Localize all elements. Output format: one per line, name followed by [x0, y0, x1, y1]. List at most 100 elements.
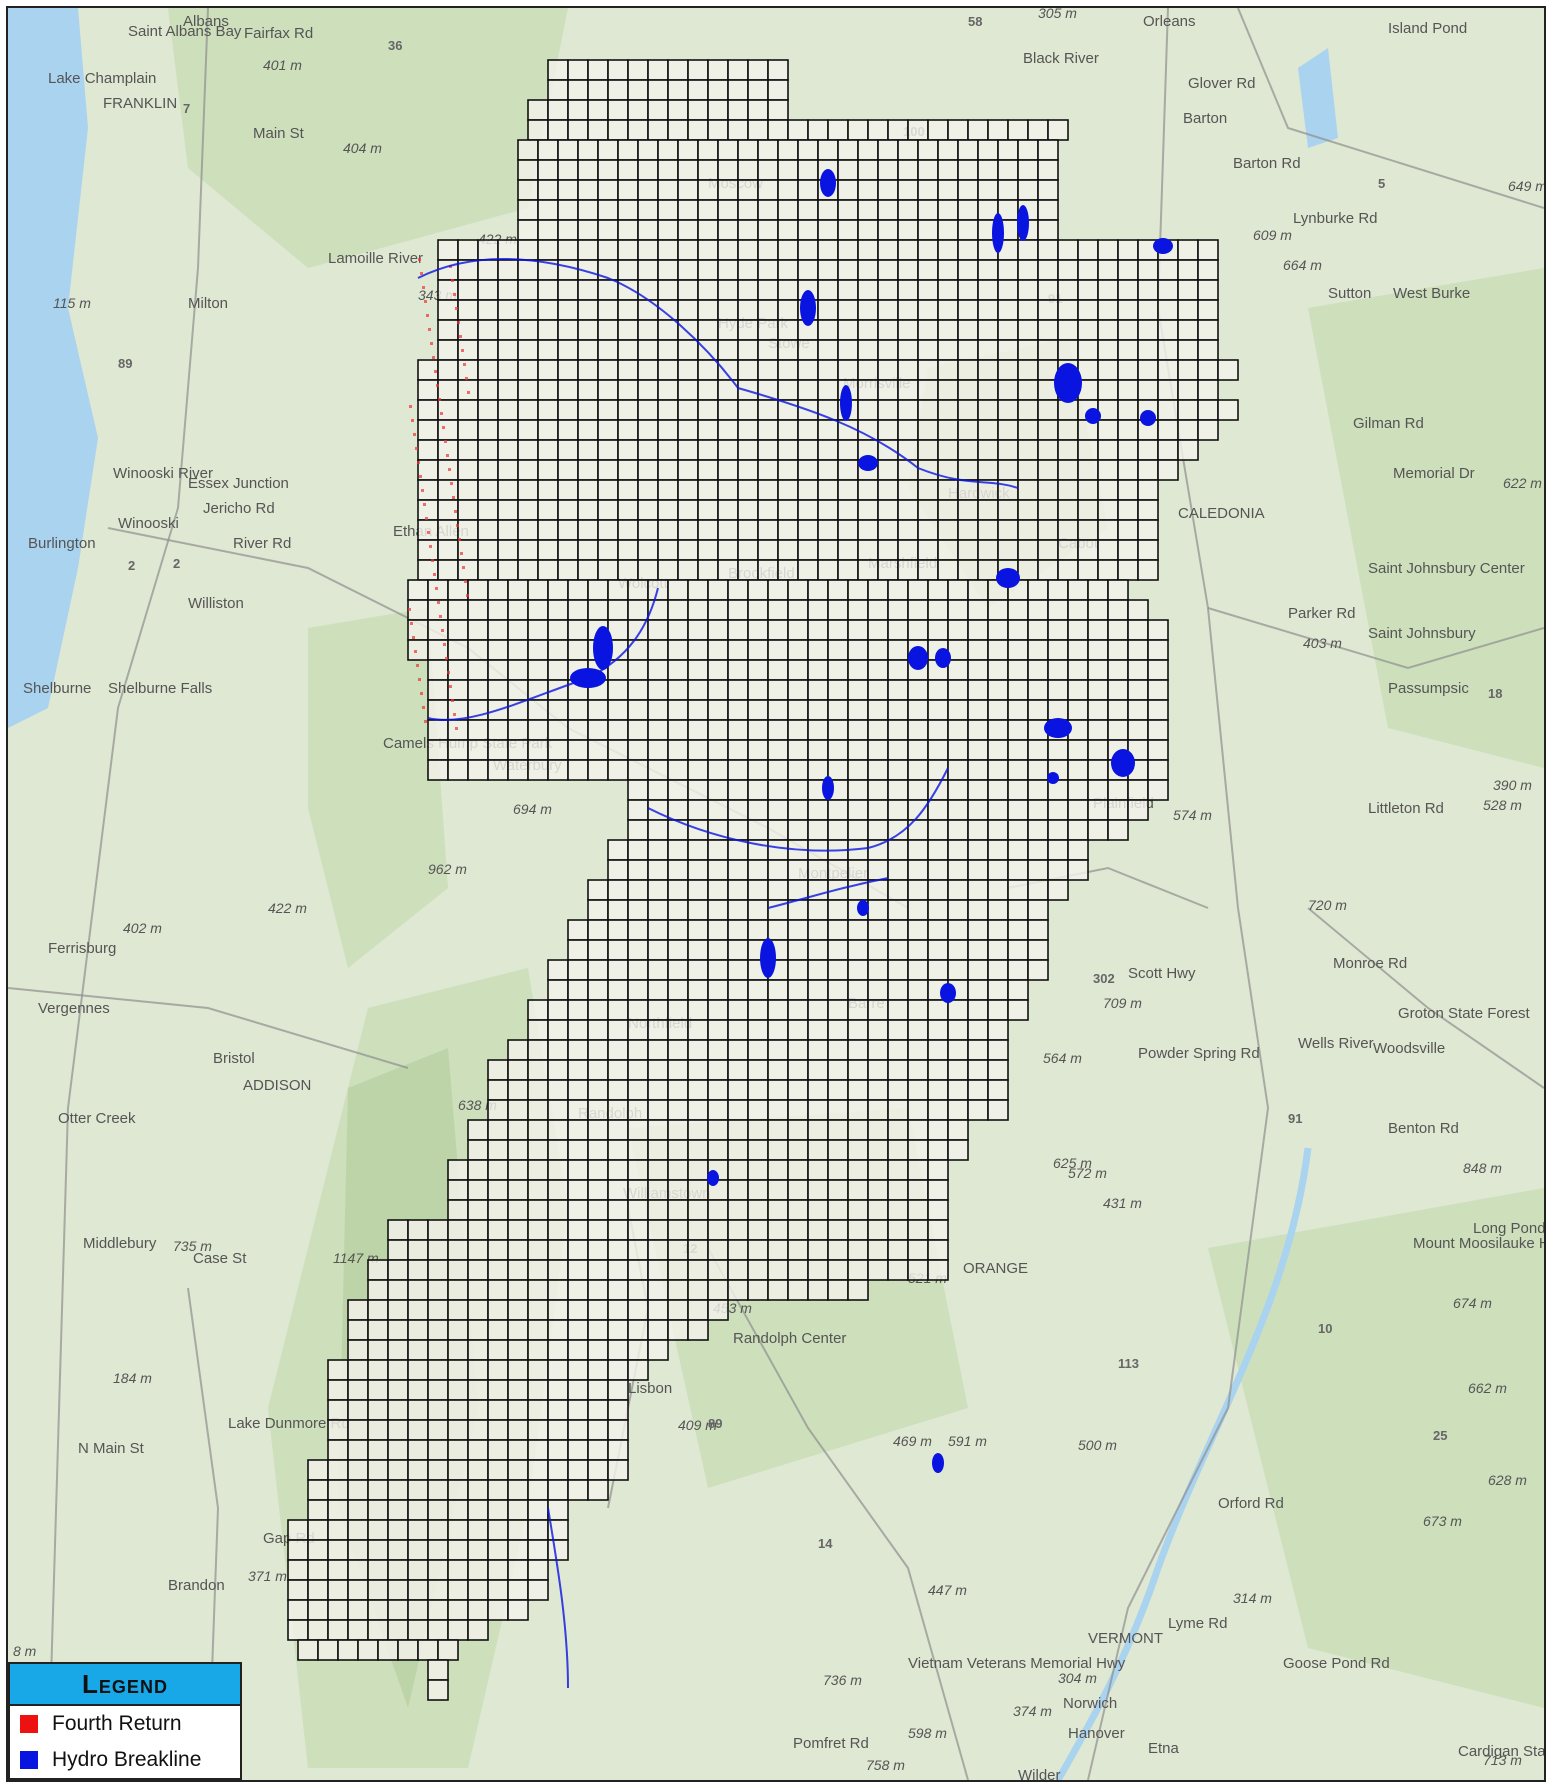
lidar-tile	[847, 1179, 869, 1201]
lidar-tile	[327, 1539, 349, 1561]
lidar-tile	[1117, 479, 1139, 501]
lidar-tile	[747, 799, 769, 821]
lidar-tile	[647, 759, 669, 781]
lidar-tile	[747, 999, 769, 1021]
lidar-tile	[547, 1459, 569, 1481]
lidar-tile	[487, 1579, 509, 1601]
lidar-tile	[507, 1499, 529, 1521]
lidar-tile	[1117, 539, 1139, 561]
lidar-tile	[727, 839, 749, 861]
lidar-tile	[917, 139, 939, 161]
forest-area	[1308, 268, 1544, 768]
lidar-tile	[1097, 319, 1119, 341]
lidar-tile	[727, 719, 749, 741]
lidar-tile	[527, 1199, 549, 1221]
road	[707, 1247, 969, 1780]
lidar-tile	[997, 159, 1019, 181]
lidar-tile	[947, 919, 969, 941]
lidar-tile	[907, 839, 929, 861]
lidar-tile	[447, 1619, 469, 1641]
lidar-tile	[667, 1279, 689, 1301]
elevation-label: 371 m	[248, 1568, 287, 1584]
lidar-tile	[1017, 299, 1039, 321]
lidar-tile	[597, 399, 619, 421]
lidar-tile	[967, 699, 989, 721]
lidar-tile	[607, 1159, 629, 1181]
lidar-tile	[427, 1539, 449, 1561]
lidar-tile	[987, 599, 1009, 621]
elevation-label: 758 m	[866, 1757, 905, 1773]
lidar-tile	[797, 339, 819, 361]
lidar-tile	[747, 99, 769, 121]
lidar-tile	[647, 1159, 669, 1181]
route-shield-label: 91	[1288, 1111, 1302, 1126]
place-label: Sutton	[1328, 285, 1371, 302]
lidar-tile	[577, 459, 599, 481]
lidar-tile	[627, 1059, 649, 1081]
lidar-tile	[1047, 639, 1069, 661]
lidar-tile	[797, 379, 819, 401]
lidar-tile	[517, 399, 539, 421]
lidar-tile	[667, 999, 689, 1021]
lidar-tile	[627, 679, 649, 701]
lidar-tile	[877, 479, 899, 501]
lidar-tile	[787, 1019, 809, 1041]
lidar-tile	[1197, 299, 1219, 321]
lidar-tile	[1117, 459, 1139, 481]
lidar-tile	[627, 999, 649, 1021]
lidar-tile	[567, 1139, 589, 1161]
hydro-breakline-pond	[1044, 718, 1072, 738]
lidar-tile	[567, 1039, 589, 1061]
lidar-tile	[447, 1459, 469, 1481]
lidar-tile	[767, 1119, 789, 1141]
lidar-tile	[637, 479, 659, 501]
lidar-tile	[697, 359, 719, 381]
lidar-tile	[1077, 459, 1099, 481]
lidar-tile	[1087, 659, 1109, 681]
lidar-tile	[847, 1259, 869, 1281]
lidar-tile	[287, 1519, 309, 1541]
lidar-tile	[487, 1199, 509, 1221]
lidar-tile	[607, 1459, 629, 1481]
lidar-tile	[567, 739, 589, 761]
lidar-tile	[967, 679, 989, 701]
lidar-tile	[847, 1199, 869, 1221]
lidar-tile	[987, 899, 1009, 921]
lidar-tile	[347, 1499, 369, 1521]
lidar-tile	[607, 939, 629, 961]
lidar-tile	[407, 1299, 429, 1321]
lidar-tile	[507, 1139, 529, 1161]
lidar-tile	[757, 219, 779, 241]
lidar-tile	[787, 859, 809, 881]
lidar-tile	[937, 499, 959, 521]
lidar-tile	[507, 1559, 529, 1581]
lidar-tile	[797, 459, 819, 481]
lidar-tile	[647, 1139, 669, 1161]
lidar-tile	[437, 259, 459, 281]
lidar-tile	[997, 359, 1019, 381]
lidar-tile	[507, 1219, 529, 1241]
lidar-tile	[497, 479, 519, 501]
lidar-tile	[887, 619, 909, 641]
lidar-tile	[497, 399, 519, 421]
fourth-return-point	[457, 321, 460, 324]
lidar-tile	[977, 339, 999, 361]
route-shield-label: 113	[1118, 1356, 1139, 1371]
lidar-tile	[527, 1119, 549, 1141]
lidar-tile	[767, 679, 789, 701]
hydro-breakline-stream	[647, 767, 949, 852]
place-label: Milton	[188, 295, 228, 312]
lidar-tile	[527, 639, 549, 661]
lidar-tile	[687, 859, 709, 881]
lidar-tile	[1027, 579, 1049, 601]
lidar-tile	[647, 1099, 669, 1121]
lidar-tile	[537, 559, 559, 581]
lidar-tile	[807, 639, 829, 661]
lidar-tile	[917, 179, 939, 201]
lidar-tile	[897, 339, 919, 361]
lidar-tile	[427, 1499, 449, 1521]
lidar-tile	[877, 139, 899, 161]
lidar-tile	[717, 219, 739, 241]
fourth-return-point	[408, 608, 411, 611]
